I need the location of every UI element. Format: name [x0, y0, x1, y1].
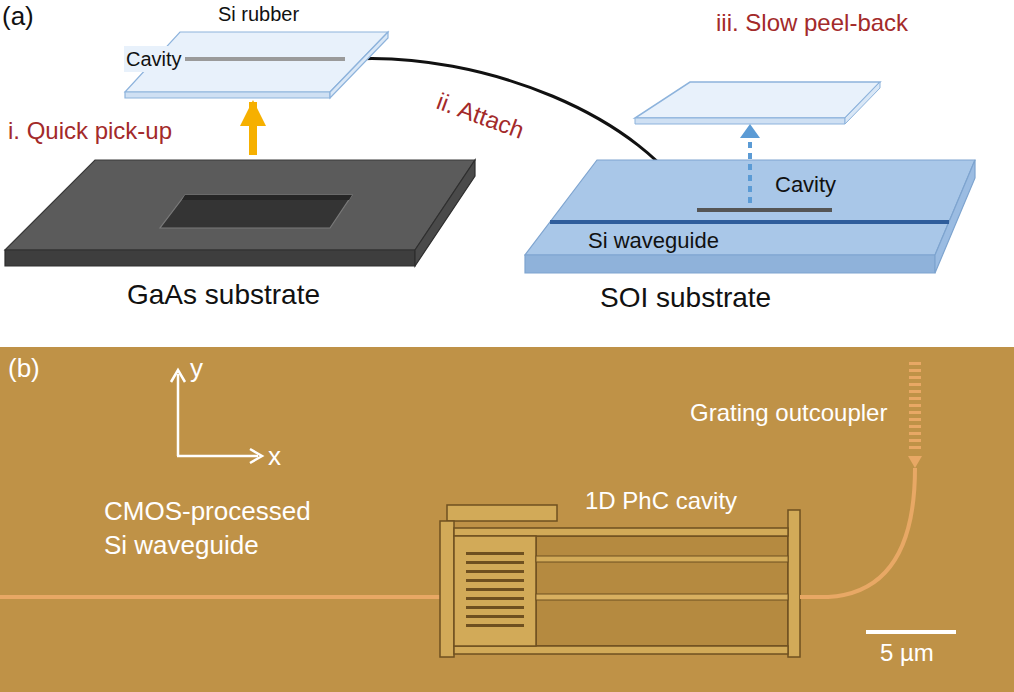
grating-tooth: [909, 404, 921, 407]
slot: [466, 552, 524, 555]
step-label: iii. Slow peel-back: [716, 8, 908, 38]
node-text: SOI substrate: [600, 280, 771, 315]
frame-top: [454, 528, 788, 536]
slot: [466, 588, 524, 591]
plate-side: [845, 82, 880, 124]
beam: [536, 556, 788, 562]
part-label: 1D PhC cavity: [585, 486, 737, 516]
axis-label: y: [190, 352, 203, 385]
taper: [908, 456, 922, 468]
panel-label: (a): [2, 0, 34, 33]
grating-tooth: [909, 432, 921, 435]
slot: [466, 561, 524, 564]
x-axis-head: [250, 449, 262, 463]
pad: [447, 505, 557, 521]
grating-tooth: [909, 418, 921, 421]
grating-tooth: [909, 362, 921, 365]
part-label: Si waveguide: [588, 227, 719, 255]
pit: [160, 195, 352, 228]
grating: [909, 362, 921, 449]
comb-slots: [466, 552, 524, 627]
part-label: CMOS-processed Si waveguide: [104, 494, 329, 562]
grating-tooth: [909, 425, 921, 428]
slot: [466, 579, 524, 582]
slot: [466, 606, 524, 609]
slot: [466, 570, 524, 573]
grating-tooth: [909, 397, 921, 400]
slab-front: [525, 255, 935, 273]
micrograph: [0, 347, 1014, 692]
frame-left: [440, 521, 454, 657]
slot: [466, 597, 524, 600]
y-axis: [177, 374, 180, 456]
grating-tooth: [909, 446, 921, 449]
axes: [171, 370, 262, 463]
grating-tooth: [909, 390, 921, 393]
pit-wall: [182, 195, 352, 200]
part-label: Grating outcoupler: [690, 398, 887, 428]
gaas-substrate: GaAs substrate: [0, 155, 482, 320]
cavity: Cavity: [124, 46, 352, 72]
grating-tooth: [909, 383, 921, 386]
grating-tooth: [909, 439, 921, 442]
output-waveguide: [800, 468, 915, 597]
slab-top: [525, 160, 975, 255]
cavity-bar: [697, 208, 832, 212]
slab-side: [935, 160, 975, 273]
step-label: ii. Attach: [433, 86, 529, 145]
frame-right: [788, 510, 800, 657]
node-text: Cavity: [775, 172, 836, 198]
grating-tooth: [909, 376, 921, 379]
step-label: i. Quick pick-up: [8, 116, 172, 146]
axis-label: x: [268, 440, 281, 473]
node-text: Si rubber: [218, 2, 299, 27]
slot: [466, 624, 524, 627]
peel-arrow-head: [740, 124, 760, 138]
si-waveguide: [0, 595, 446, 599]
frame-bottom: [454, 646, 788, 654]
peel-arrow-shaft: [748, 138, 752, 203]
node-text: Cavity: [124, 46, 184, 72]
cavity-window: [536, 536, 788, 646]
grating-tooth: [909, 411, 921, 414]
slab-top: [5, 160, 475, 250]
phc-beam: [536, 594, 788, 600]
grating-tooth: [909, 369, 921, 372]
peeled-rubber-plate: [635, 82, 880, 124]
y-axis-head: [171, 370, 185, 382]
panel-label: (b): [8, 352, 40, 385]
slab-front: [5, 250, 415, 266]
scale-label: 5 µm: [880, 638, 934, 668]
comb-block: [454, 536, 536, 646]
plate-side: [330, 32, 388, 98]
plate-front: [125, 92, 330, 98]
si-waveguide-line: [550, 220, 949, 224]
slot: [466, 615, 524, 618]
connector: [249, 102, 257, 155]
slab-side: [415, 160, 475, 266]
rubber-plate: Si rubberCavity: [120, 2, 395, 102]
node-text: GaAs substrate: [127, 277, 320, 312]
cavity: Cavity: [695, 172, 845, 214]
scale-bar: [866, 630, 956, 634]
micrograph-ground: [0, 347, 1014, 692]
plate-front: [635, 118, 845, 124]
x-axis: [177, 455, 258, 458]
cavity-bar: [185, 57, 345, 61]
plate-top: [635, 82, 880, 118]
plate-top: [125, 32, 388, 92]
